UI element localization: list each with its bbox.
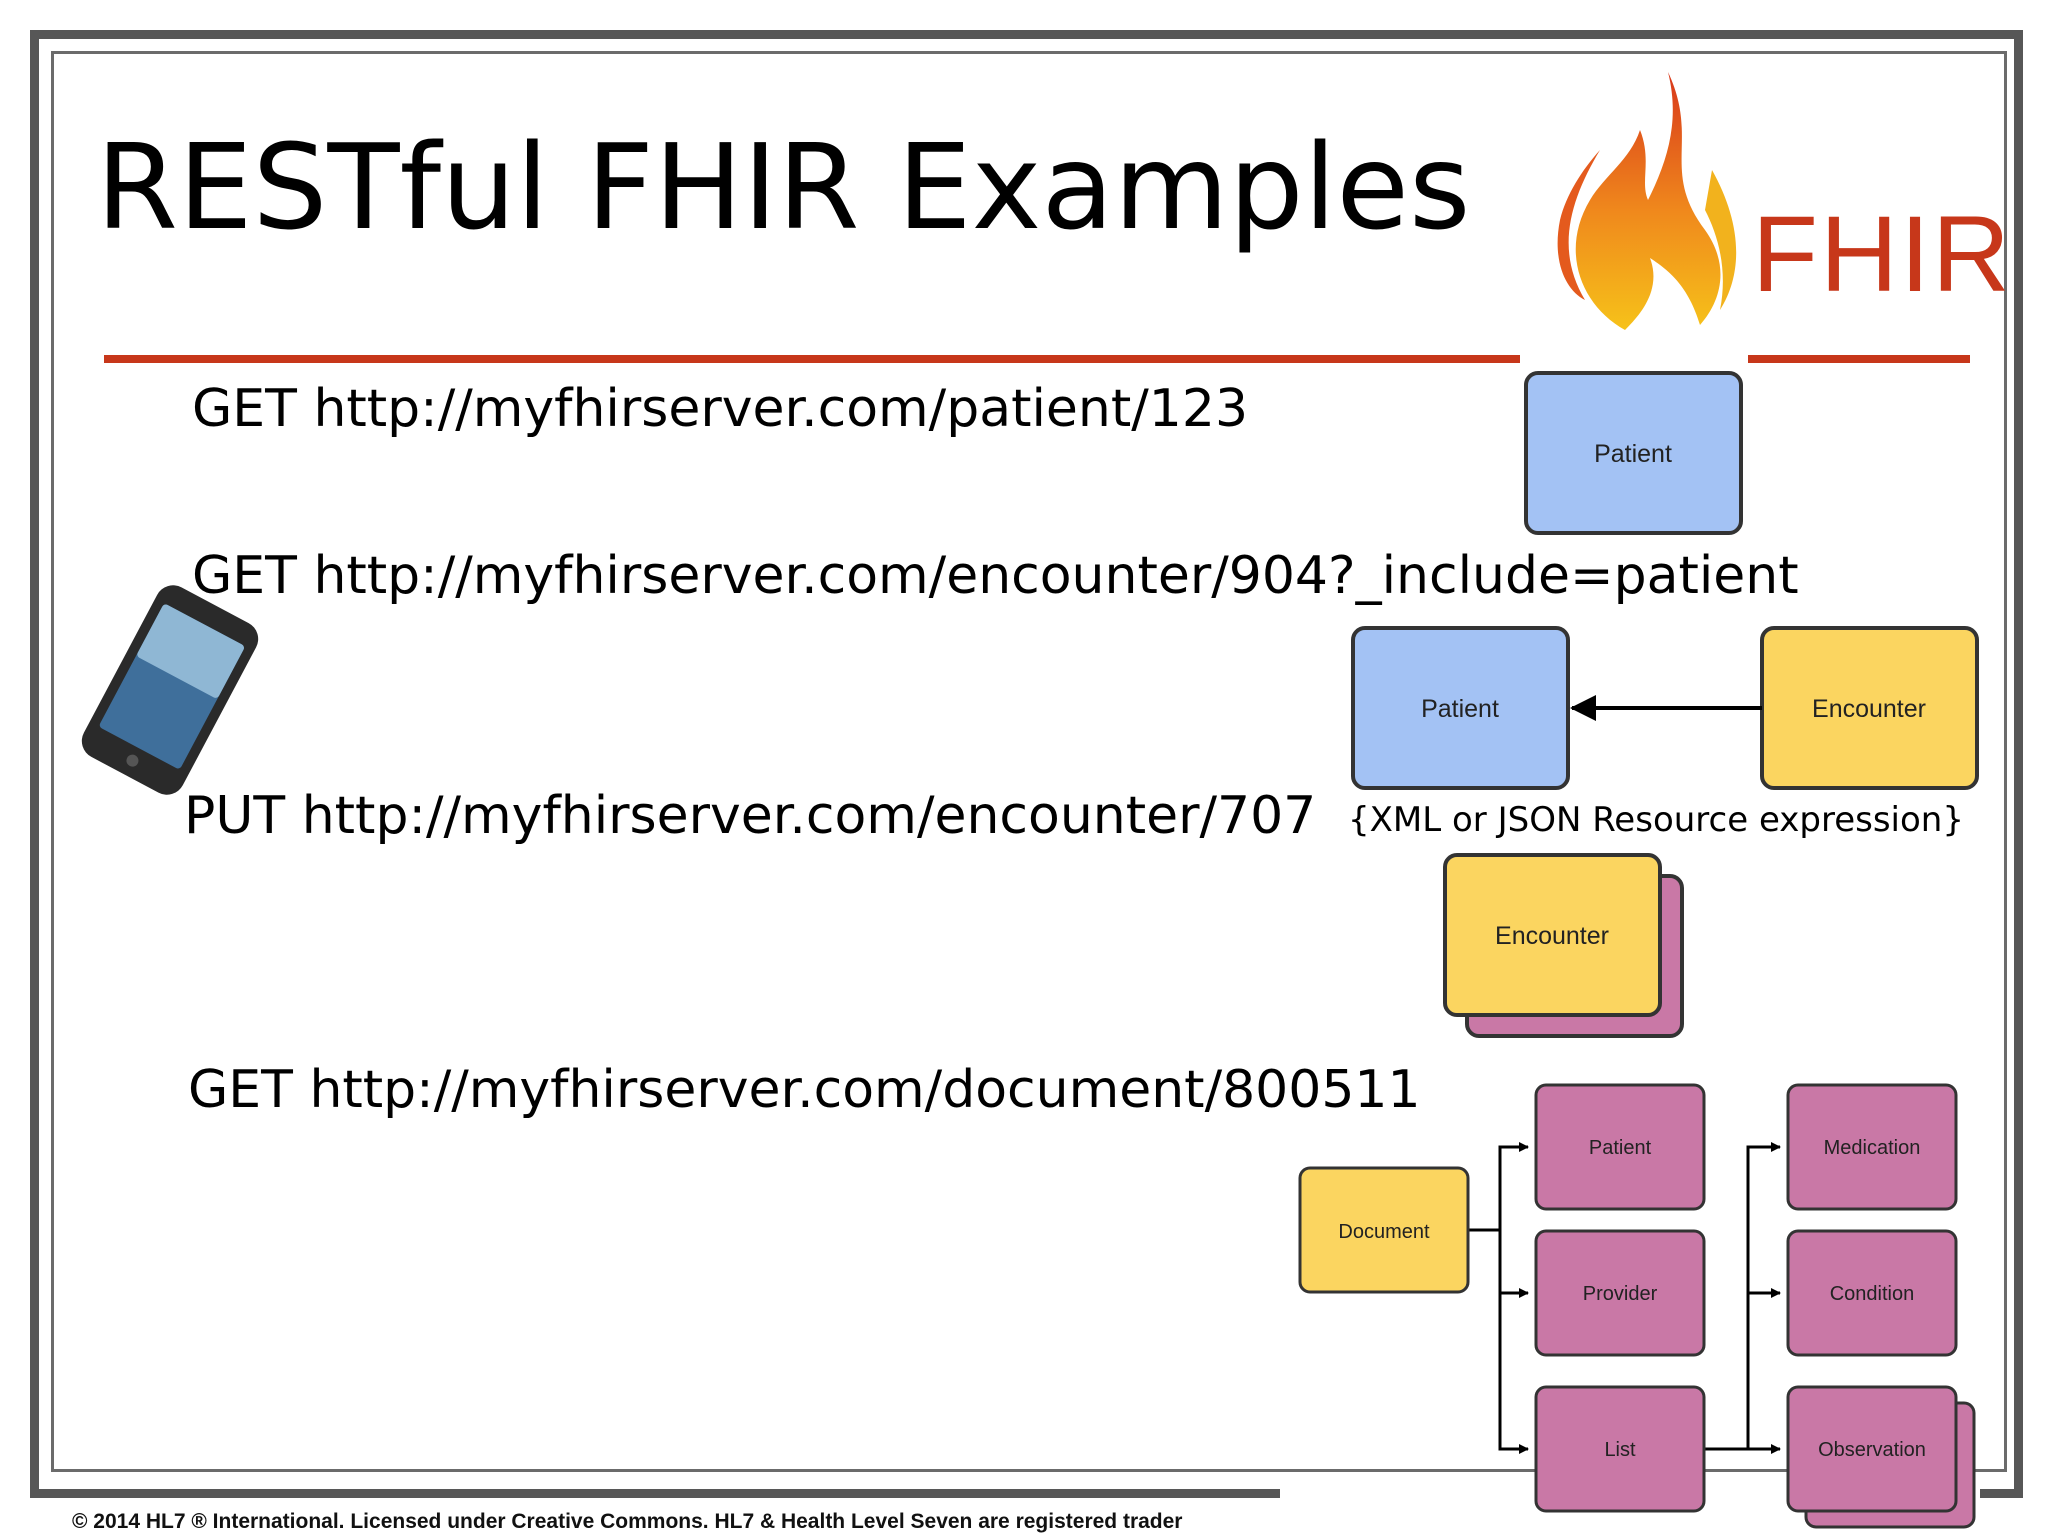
request-get-patient: GET http://myfhirserver.com/patient/123	[192, 379, 1249, 439]
encounter-box-label: Encounter	[1495, 922, 1609, 950]
diagram-example-encounter-include: Patient Encounter	[1351, 626, 1979, 790]
patient-box-label: Patient	[1594, 440, 1672, 468]
diagram-example-patient: Patient	[1524, 371, 1743, 535]
document-connectors	[1468, 1142, 1781, 1454]
request-get-encounter-include: GET http://myfhirserver.com/encounter/90…	[192, 546, 1799, 606]
patient-box	[1351, 626, 1570, 790]
provider-box-label: Provider	[1583, 1283, 1658, 1305]
patient-box-label: Patient	[1589, 1137, 1652, 1159]
slide-frame-inner	[51, 51, 2007, 1472]
slide-title: RESTful FHIR Examples	[96, 118, 1471, 256]
request-get-document: GET http://myfhirserver.com/document/800…	[188, 1060, 1421, 1120]
provider-box	[1534, 1229, 1706, 1357]
request-put-encounter: PUT http://myfhirserver.com/encounter/70…	[184, 786, 1317, 846]
slide-frame-outer	[30, 30, 2023, 1498]
diagram-example-put-encounter: Encounter	[1443, 853, 1684, 1038]
resource-expression-label: {XML or JSON Resource expression}	[1348, 800, 1964, 840]
document-box	[1298, 1166, 1470, 1294]
smartphone-icon	[81, 585, 259, 795]
title-rule-gap	[1520, 352, 1748, 366]
encounter-box-label: Encounter	[1812, 695, 1926, 723]
patient-box	[1534, 1083, 1706, 1211]
fhir-logo-text: FHIR	[1752, 193, 2012, 314]
observation-box	[1786, 1385, 1958, 1513]
condition-box-label: Condition	[1830, 1283, 1915, 1305]
document-box-label: Document	[1338, 1221, 1430, 1243]
medication-box-label: Medication	[1824, 1137, 1921, 1159]
patient-box	[1524, 371, 1743, 535]
observation-box-label: Observation	[1818, 1439, 1926, 1461]
encounter-box	[1443, 853, 1662, 1017]
copyright-footer: © 2014 HL7 ® International. Licensed und…	[72, 1510, 1183, 1533]
list-box	[1534, 1385, 1706, 1513]
condition-box	[1786, 1229, 1958, 1357]
diagram-example-document: Document Patient Provider List Medicatio…	[1298, 1083, 1976, 1529]
medication-box	[1786, 1083, 1958, 1211]
list-box-label: List	[1604, 1439, 1636, 1461]
patient-box-label: Patient	[1421, 695, 1499, 723]
title-rule	[104, 355, 1970, 363]
